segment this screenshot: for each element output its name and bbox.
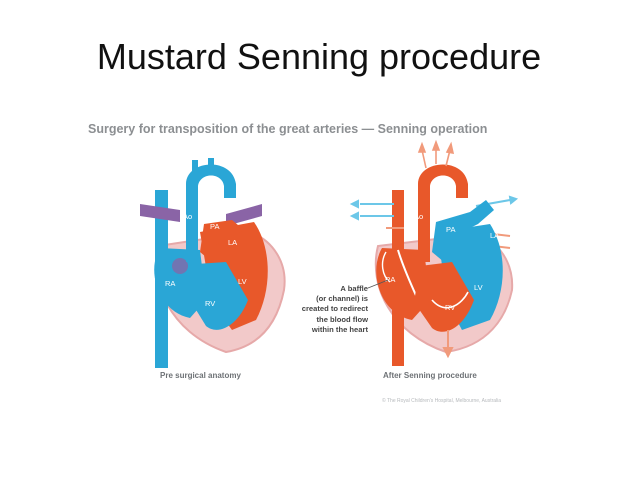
- right-ventricle-before: [190, 262, 248, 330]
- baffle-note: A baffle (or channel) is created to redi…: [290, 284, 368, 335]
- label-ao-before: Ao: [183, 212, 192, 221]
- pulmonary-artery-after: [432, 200, 494, 262]
- caption-pre-surgical: Pre surgical anatomy: [160, 371, 241, 380]
- label-rv-after: RV: [445, 303, 455, 312]
- label-rv-before: RV: [205, 299, 215, 308]
- figure-title: Surgery for transposition of the great a…: [88, 122, 488, 136]
- descending-arrow: [442, 330, 454, 359]
- label-la-before: LA: [228, 238, 237, 247]
- baffle-note-line-2: (or channel) is: [316, 294, 368, 304]
- caption-after-senning: After Senning procedure: [383, 371, 477, 380]
- septal-defect-before: [172, 258, 188, 274]
- baffle-note-line-1: A baffle: [340, 284, 368, 293]
- slide-title: Mustard Senning procedure: [96, 36, 542, 77]
- label-lv-after: LV: [474, 283, 483, 292]
- baffle-note-line-3: created to redirect: [301, 304, 368, 314]
- label-la-after: LA: [490, 231, 499, 240]
- baffle-note-line-5: within the heart: [311, 324, 368, 334]
- purple-vessel-left: [140, 204, 180, 222]
- purple-vessel-right: [226, 204, 262, 226]
- aorta-branch-1: [192, 160, 198, 174]
- label-ra-before: RA: [165, 279, 175, 288]
- image-credit: © The Royal Children's Hospital, Melbour…: [382, 398, 502, 404]
- label-pa-before: PA: [210, 222, 219, 231]
- aorta-branch-2: [208, 158, 214, 172]
- aorta-before: [186, 164, 236, 262]
- label-ao-after: Ao: [414, 212, 423, 221]
- aorta-arrows: [417, 139, 455, 169]
- right-ventricle-after: [414, 262, 474, 332]
- pulmonary-artery-before: [200, 220, 244, 262]
- baffle-note-line-4: the blood flow: [316, 314, 368, 324]
- baffle-pointer-line: [367, 279, 389, 289]
- baffle-outline: [381, 251, 391, 283]
- label-pa-after: PA: [446, 225, 455, 234]
- aorta-after: [418, 164, 468, 262]
- pulmonary-vein-arrows: [349, 195, 519, 221]
- label-lv-before: LV: [238, 277, 247, 286]
- flow-path-rv: [431, 291, 469, 309]
- label-ra-after: RA: [385, 275, 395, 284]
